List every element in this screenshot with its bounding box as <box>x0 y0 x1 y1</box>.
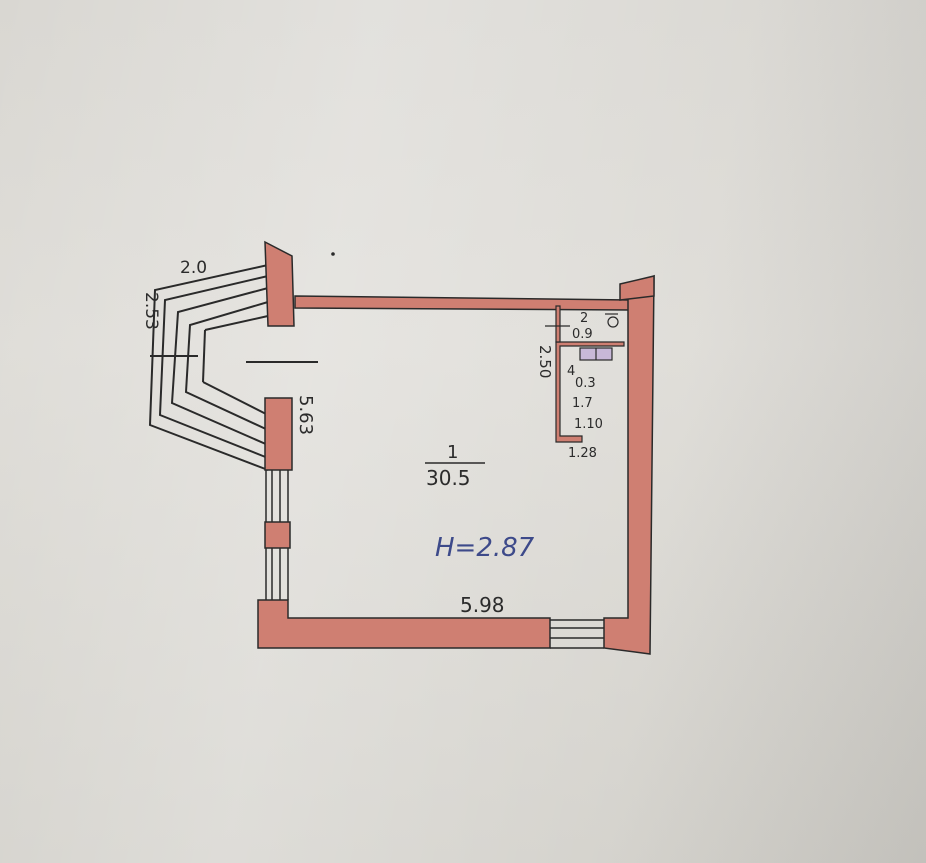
room-area: 30.5 <box>426 466 471 490</box>
closet-structure <box>555 305 625 443</box>
left-wall-length-label: 5.63 <box>295 395 316 435</box>
small-room-area: 0.9 <box>572 327 593 342</box>
windows <box>265 470 604 649</box>
closet-lines <box>545 313 619 361</box>
bottom-wall-length-label: 5.98 <box>460 593 505 617</box>
closet-label-5: 1.28 <box>568 446 597 461</box>
room-number: 1 <box>447 442 458 463</box>
bay-depth-label: 2.53 <box>141 292 161 330</box>
bay-window <box>148 264 318 471</box>
closet-label-2: 0.3 <box>575 376 596 391</box>
closet-label-3: 1.7 <box>572 396 593 411</box>
ink-dot <box>331 252 335 256</box>
bay-width-label: 2.0 <box>180 258 207 278</box>
walls <box>257 240 655 655</box>
closet-side-label: 2.50 <box>536 345 554 378</box>
small-room-number: 2 <box>580 311 588 326</box>
dimension-labels: 2.0 2.53 5.63 2.50 2 0.9 4 0.3 1.7 1.10 … <box>141 258 603 617</box>
closet-label-4: 1.10 <box>574 417 603 432</box>
closet-label-1: 4 <box>567 364 575 379</box>
ceiling-height-label: H=2.87 <box>435 533 535 563</box>
